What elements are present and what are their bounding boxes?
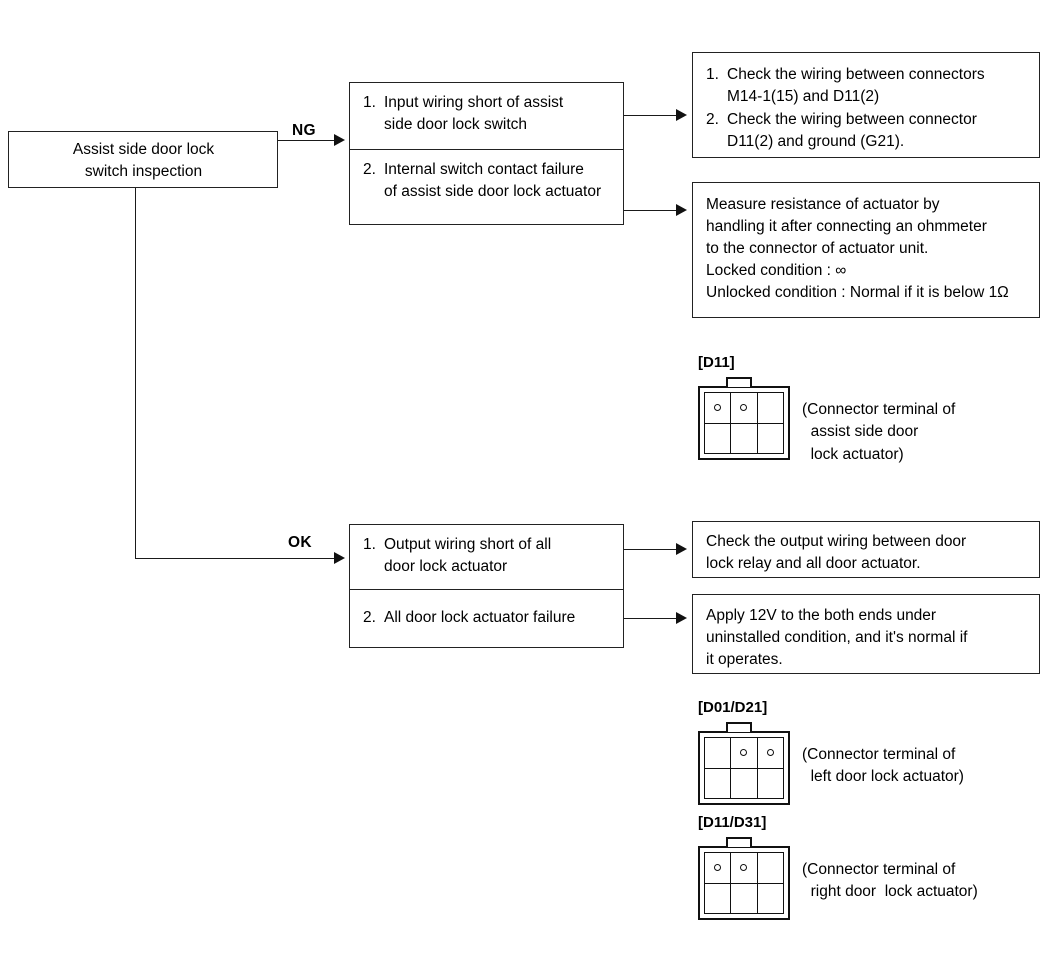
connector-d01-d21-cell-3 bbox=[757, 738, 784, 769]
connector-d11-d31-cell-3 bbox=[757, 853, 784, 884]
start-box-cell: Assist side door lock switch inspection bbox=[9, 132, 277, 192]
ng-action-1-line bbox=[624, 115, 684, 116]
ng-action-1-cell: 1. Check the wiring between connectors M… bbox=[693, 53, 1039, 162]
connector-d11-d31-grid bbox=[704, 852, 784, 914]
ok-cause-cell-1: 1. Output wiring short of all door lock … bbox=[350, 525, 623, 589]
connector-d01-d21-cell-6 bbox=[757, 768, 784, 799]
connector-d11-d31-cell-6 bbox=[757, 883, 784, 914]
connector-d11-d31-tag: [D11/D31] bbox=[698, 814, 767, 831]
connector-d11-cell-1 bbox=[705, 393, 732, 424]
ng-action-1-arrowhead bbox=[676, 109, 687, 121]
ok-action-1-line bbox=[624, 549, 684, 550]
connector-d11-d31-body bbox=[698, 846, 790, 920]
connector-d01-d21-grid bbox=[704, 737, 784, 799]
connector-d01-d21-cell-5 bbox=[731, 768, 758, 799]
pin-icon bbox=[766, 749, 774, 757]
edge-label-ng: NG bbox=[292, 122, 316, 139]
connector-d01-d21-cell-4 bbox=[705, 768, 732, 799]
ng-action-1-item-1-number: 1. bbox=[706, 66, 719, 83]
ok-cause-cell-2: 2. All door lock actuator failure bbox=[350, 589, 623, 649]
ng-cause-2-line2: of assist side door lock actuator bbox=[384, 183, 602, 200]
ng-cause-cell-2: 2. Internal switch contact failure of as… bbox=[350, 149, 623, 226]
ok-cause-1-line1: Output wiring short of all bbox=[384, 536, 552, 553]
ok-action-box-1: Check the output wiring between door loc… bbox=[692, 521, 1040, 578]
ok-cause-box: 1. Output wiring short of all door lock … bbox=[349, 524, 624, 648]
ng-action-2-arrowhead bbox=[676, 204, 687, 216]
ng-action-1-item-1-line2: M14-1(15) and D11(2) bbox=[727, 88, 880, 105]
start-box-line1: Assist side door lock bbox=[72, 141, 215, 158]
ng-cause-box: 1. Input wiring short of assist side doo… bbox=[349, 82, 624, 225]
ok-cause-2-number: 2. bbox=[363, 609, 376, 626]
connector-d01-d21-caption: (Connector terminal of left door lock ac… bbox=[802, 746, 964, 786]
edge-label-ok: OK bbox=[288, 534, 312, 551]
ng-cause-cell-1: 1. Input wiring short of assist side doo… bbox=[350, 83, 623, 149]
connector-d11-d31-caption: (Connector terminal of right door lock a… bbox=[802, 861, 978, 901]
connector-d01-d21-tab bbox=[726, 722, 752, 732]
ng-action-1-item-2-number: 2. bbox=[706, 111, 719, 128]
ok-action-box-2: Apply 12V to the both ends under uninsta… bbox=[692, 594, 1040, 674]
pin-icon bbox=[740, 404, 748, 412]
ng-action-1-item-2-line2: D11(2) and ground (G21). bbox=[727, 133, 905, 150]
connector-d11-cell-5 bbox=[731, 423, 758, 454]
ng-cause-2-number: 2. bbox=[363, 161, 376, 178]
connector-d01-d21-tag: [D01/D21] bbox=[698, 699, 768, 716]
ng-cause-1-line2: side door lock switch bbox=[384, 116, 528, 133]
connector-d11-cell-4 bbox=[705, 423, 732, 454]
connector-d11-cell-2 bbox=[731, 393, 758, 424]
pin-icon bbox=[714, 404, 722, 412]
connector-d11-d31-cell-2 bbox=[731, 853, 758, 884]
pin-icon bbox=[714, 864, 722, 872]
start-box: Assist side door lock switch inspection bbox=[8, 131, 278, 188]
ok-action-1-arrowhead bbox=[676, 543, 687, 555]
connector-d01-d21-cell-2 bbox=[731, 738, 758, 769]
ok-action-2-line bbox=[624, 618, 684, 619]
pin-icon bbox=[740, 749, 748, 757]
connector-d11-caption: (Connector terminal of assist side door … bbox=[802, 401, 956, 463]
connector-d11-tag: [D11] bbox=[698, 354, 735, 371]
connector-d11-d31-cell-4 bbox=[705, 883, 732, 914]
connector-group-d11: [D11] (Connector terminal of assist side… bbox=[698, 354, 955, 463]
ng-cause-1-number: 1. bbox=[363, 94, 376, 111]
ok-connector-vline bbox=[135, 188, 136, 558]
connector-d11-d31-cell-5 bbox=[731, 883, 758, 914]
ok-cause-1-number: 1. bbox=[363, 536, 376, 553]
connector-group-d11-d31: [D11/D31] (Connector terminal of right d… bbox=[698, 814, 978, 921]
connector-d11-body bbox=[698, 386, 790, 460]
ng-action-1-item-1-line1: Check the wiring between connectors bbox=[727, 66, 985, 83]
connector-group-d01-d21: [D01/D21] (Connector terminal of left do… bbox=[698, 699, 964, 806]
ok-cause-2-line1: All door lock actuator failure bbox=[384, 609, 576, 626]
ng-arrowhead bbox=[334, 134, 345, 146]
connector-d01-d21-cell-1 bbox=[705, 738, 732, 769]
connector-d11-cell-6 bbox=[757, 423, 784, 454]
connector-d11-grid bbox=[704, 392, 784, 454]
ok-action-2-arrowhead bbox=[676, 612, 687, 624]
ng-action-2-line bbox=[624, 210, 684, 211]
ng-cause-1-line1: Input wiring short of assist bbox=[384, 94, 564, 111]
ok-action-1-text: Check the output wiring between door loc… bbox=[706, 533, 967, 572]
ng-action-2-text: Measure resistance of actuator by handli… bbox=[706, 196, 1009, 301]
connector-d11-cell-3 bbox=[757, 393, 784, 424]
ok-action-2-text: Apply 12V to the both ends under uninsta… bbox=[706, 607, 968, 668]
connector-d01-d21-body bbox=[698, 731, 790, 805]
ng-action-box-1: 1. Check the wiring between connectors M… bbox=[692, 52, 1040, 158]
start-box-line2: switch inspection bbox=[84, 163, 203, 180]
ok-connector-hline bbox=[135, 558, 338, 559]
pin-icon bbox=[740, 864, 748, 872]
connector-d11-tab bbox=[726, 377, 752, 387]
ok-cause-1-line2: door lock actuator bbox=[384, 558, 508, 575]
ng-cause-2-line1: Internal switch contact failure bbox=[384, 161, 584, 178]
ok-arrowhead bbox=[334, 552, 345, 564]
connector-d11-d31-cell-1 bbox=[705, 853, 732, 884]
ng-action-1-item-2-line1: Check the wiring between connector bbox=[727, 111, 977, 128]
connector-d11-d31-tab bbox=[726, 837, 752, 847]
ng-action-box-2: Measure resistance of actuator by handli… bbox=[692, 182, 1040, 318]
ng-connector-line bbox=[278, 140, 338, 141]
